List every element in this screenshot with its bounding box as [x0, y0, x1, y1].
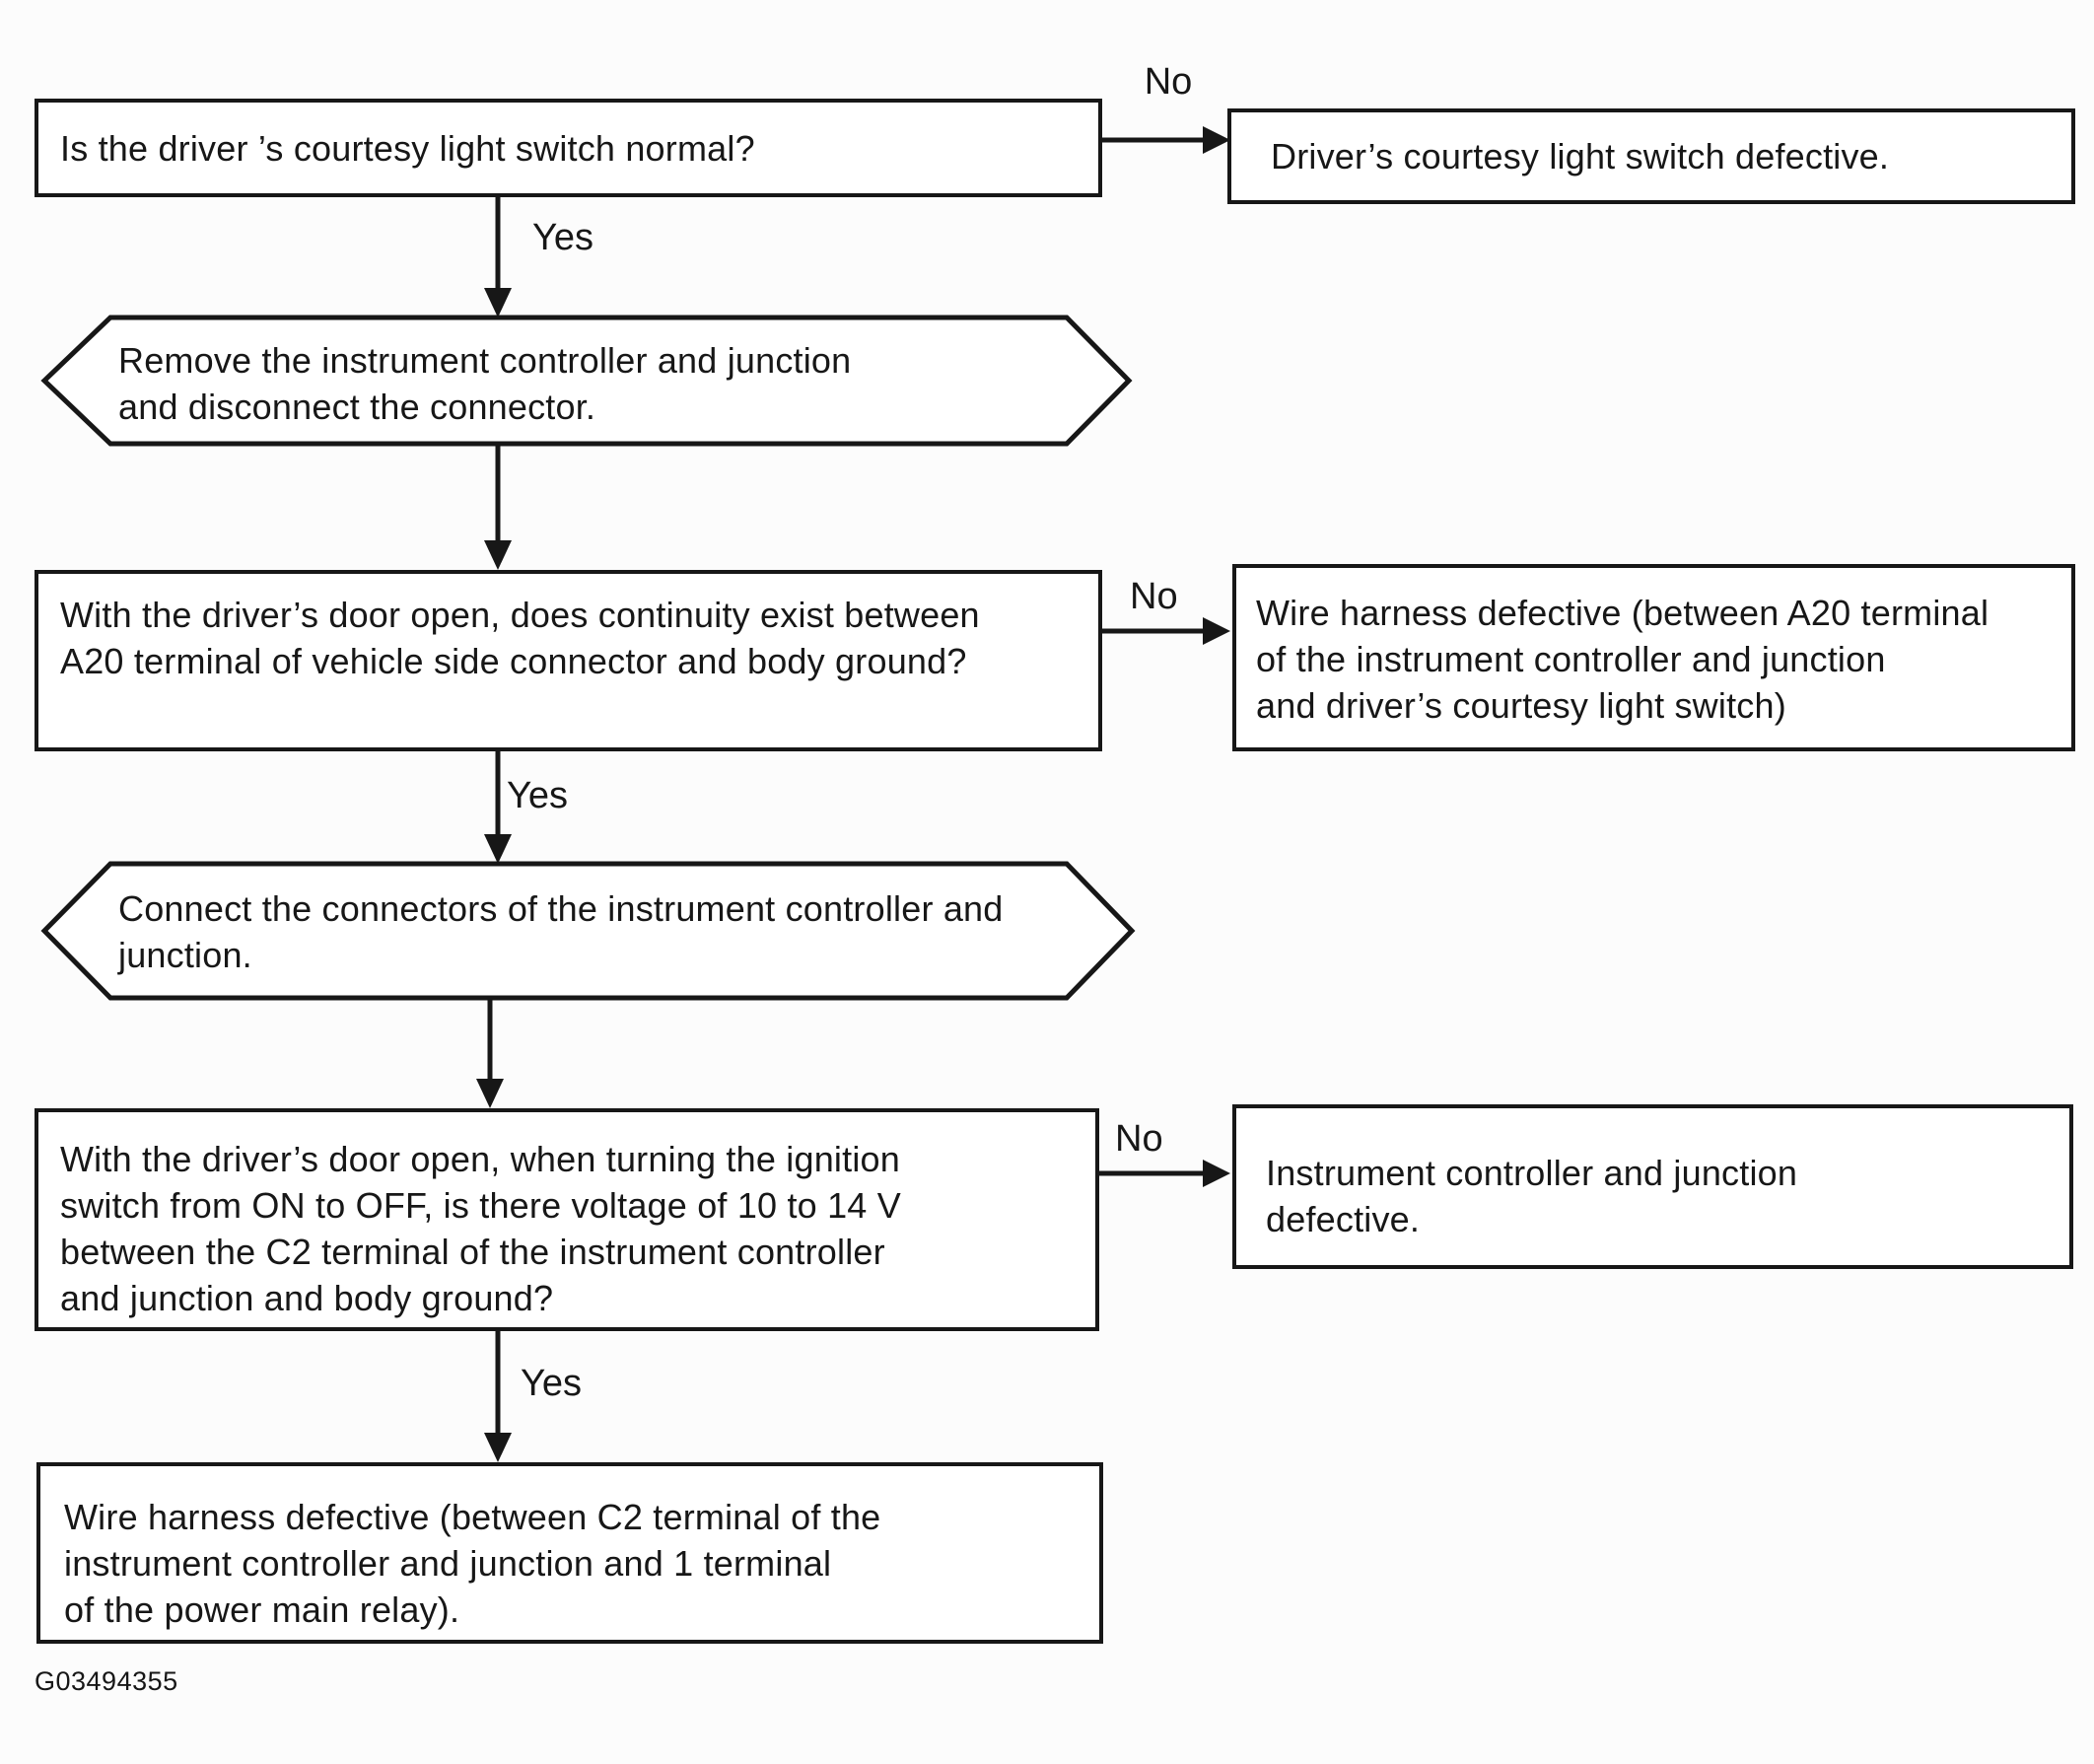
question-text-line: A20 terminal of vehicle side connector a…	[60, 641, 967, 681]
question-box-c2-voltage: With the driver’s door open, when turnin…	[35, 1108, 1099, 1331]
arrowhead-icon	[1203, 617, 1230, 645]
figure-code: G03494355	[35, 1666, 178, 1696]
arrow-q2-to-p2	[484, 751, 512, 864]
edge-label-no-3: No	[1115, 1118, 1163, 1160]
process-text-line: junction.	[118, 935, 252, 975]
arrowhead-icon	[484, 834, 512, 864]
arrow-p2-to-q3	[476, 998, 504, 1108]
question-box-a20-continuity: With the driver’s door open, does contin…	[35, 570, 1102, 751]
arrow-q1-to-p1	[484, 197, 512, 318]
process-text-connect-connectors: Connect the connectors of the instrument…	[118, 885, 1004, 978]
process-hexagon-connect-connectors	[40, 861, 1136, 1001]
edge-label-no-2: No	[1130, 576, 1178, 617]
arrowhead-icon	[1203, 1160, 1230, 1187]
arrow-q1-to-r1	[1102, 126, 1230, 154]
edge-label-no-1: No	[1144, 61, 1193, 103]
question-text-line: and junction and body ground?	[60, 1278, 554, 1318]
arrowhead-icon	[476, 1079, 504, 1108]
result-text-line: of the power main relay).	[64, 1589, 460, 1630]
arrowhead-icon	[484, 540, 512, 570]
result-text-line: Wire harness defective (between A20 term…	[1256, 593, 1989, 633]
result-text-line: instrument controller and junction and 1…	[64, 1543, 832, 1584]
result-box-switch-defective: Driver’s courtesy light switch defective…	[1227, 108, 2075, 204]
question-box-courtesy-light-switch: Is the driver ’s courtesy light switch n…	[35, 99, 1102, 197]
hexagon-shape	[40, 315, 1133, 447]
edge-label-yes-1: Yes	[532, 217, 593, 258]
result-text-line: Instrument controller and junction	[1266, 1153, 1798, 1193]
result-text-line: and driver’s courtesy light switch)	[1256, 685, 1786, 726]
process-hexagon-remove-controller	[40, 315, 1133, 447]
arrowhead-icon	[484, 1433, 512, 1462]
result-text-line: of the instrument controller and junctio…	[1256, 639, 1886, 679]
arrowhead-icon	[1203, 126, 1230, 154]
question-text-line: With the driver’s door open, does contin…	[60, 595, 980, 635]
process-text-remove-controller: Remove the instrument controller and jun…	[118, 337, 851, 430]
result-box-controller-defective: Instrument controller and junction defec…	[1232, 1104, 2073, 1269]
edge-label-yes-2: Yes	[507, 775, 568, 816]
result-text: Driver’s courtesy light switch defective…	[1271, 136, 1890, 176]
process-text-line: Connect the connectors of the instrument…	[118, 888, 1004, 929]
edge-label-yes-3: Yes	[521, 1363, 582, 1404]
hexagon-shape	[40, 861, 1136, 1001]
arrow-q3-to-f1	[484, 1331, 512, 1462]
arrow-p1-to-q2	[484, 444, 512, 570]
result-box-wire-harness-c2: Wire harness defective (between C2 termi…	[36, 1462, 1103, 1644]
question-text-line: With the driver’s door open, when turnin…	[60, 1139, 900, 1179]
process-text-line: Remove the instrument controller and jun…	[118, 340, 852, 381]
arrow-q3-to-r3	[1099, 1160, 1230, 1187]
result-box-wire-harness-a20: Wire harness defective (between A20 term…	[1232, 564, 2075, 751]
result-text-line: Wire harness defective (between C2 termi…	[64, 1497, 881, 1537]
process-text-line: and disconnect the connector.	[118, 387, 596, 427]
arrowhead-icon	[484, 288, 512, 318]
question-text-line: between the C2 terminal of the instrumen…	[60, 1232, 885, 1272]
question-text-line: switch from ON to OFF, is there voltage …	[60, 1185, 901, 1226]
arrow-q2-to-r2	[1102, 617, 1230, 645]
result-text-line: defective.	[1266, 1199, 1421, 1239]
question-text: Is the driver ’s courtesy light switch n…	[60, 127, 755, 169]
